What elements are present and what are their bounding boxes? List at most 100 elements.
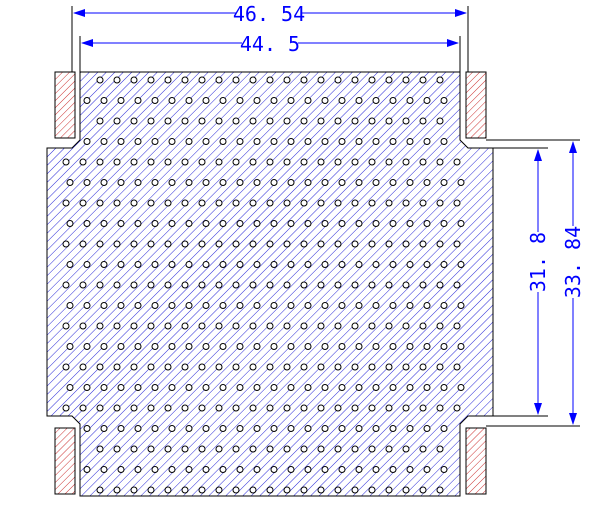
hole <box>253 384 261 391</box>
hole <box>113 486 121 494</box>
hole <box>249 363 257 371</box>
hole <box>215 76 223 84</box>
hole <box>185 179 193 186</box>
hole <box>283 76 291 84</box>
hole <box>130 240 138 248</box>
hole <box>338 138 346 145</box>
hole <box>130 281 138 289</box>
hole <box>317 322 325 330</box>
hole <box>147 322 155 330</box>
hole <box>134 179 142 186</box>
hole <box>168 425 176 432</box>
hole <box>317 117 325 125</box>
hole <box>270 425 278 432</box>
hole <box>113 240 121 248</box>
hole <box>300 199 308 207</box>
hole <box>236 343 244 350</box>
hole <box>215 445 223 453</box>
hole <box>402 199 410 207</box>
hole <box>338 220 346 227</box>
hole <box>181 199 189 207</box>
hole <box>368 240 376 248</box>
hole <box>317 76 325 84</box>
hole <box>300 158 308 166</box>
hole <box>372 343 380 350</box>
hole <box>66 343 74 350</box>
hole <box>117 466 125 473</box>
hole <box>100 138 108 145</box>
hole <box>66 220 74 227</box>
hole <box>351 117 359 125</box>
hole <box>134 384 142 391</box>
hole <box>117 179 125 186</box>
hole <box>453 281 461 289</box>
hole <box>287 343 295 350</box>
hole <box>283 404 291 412</box>
hole <box>151 302 159 309</box>
hole <box>457 302 465 309</box>
hole <box>453 158 461 166</box>
hole <box>100 384 108 391</box>
hole <box>236 384 244 391</box>
hole <box>164 240 172 248</box>
hole <box>62 240 70 248</box>
hole <box>151 384 159 391</box>
hole <box>385 76 393 84</box>
hole <box>419 363 427 371</box>
hole <box>338 343 346 350</box>
hole <box>266 363 274 371</box>
hole <box>304 261 312 268</box>
hole <box>423 138 431 145</box>
hole <box>134 466 142 473</box>
hole <box>147 199 155 207</box>
hole <box>419 158 427 166</box>
hole <box>300 445 308 453</box>
hole <box>249 486 257 494</box>
hole <box>436 76 444 84</box>
hole <box>66 261 74 268</box>
hole <box>219 97 227 104</box>
hole <box>168 179 176 186</box>
hole <box>321 466 329 473</box>
hole <box>236 97 244 104</box>
hole <box>202 302 210 309</box>
hole <box>236 220 244 227</box>
hole <box>253 425 261 432</box>
hole <box>236 179 244 186</box>
hole <box>198 404 206 412</box>
hole <box>134 302 142 309</box>
hole <box>351 322 359 330</box>
hole <box>168 302 176 309</box>
hole <box>164 199 172 207</box>
hole <box>198 445 206 453</box>
hole <box>185 138 193 145</box>
hole <box>117 343 125 350</box>
hole <box>249 404 257 412</box>
hole <box>79 199 87 207</box>
hole <box>219 220 227 227</box>
hole <box>368 117 376 125</box>
hole <box>151 179 159 186</box>
hole <box>436 199 444 207</box>
hole <box>385 281 393 289</box>
hole <box>100 466 108 473</box>
hole <box>334 117 342 125</box>
hole <box>453 199 461 207</box>
hole <box>270 179 278 186</box>
hole <box>372 466 380 473</box>
hole <box>181 404 189 412</box>
hole <box>164 281 172 289</box>
hole <box>113 363 121 371</box>
hole <box>232 76 240 84</box>
hole <box>164 322 172 330</box>
hole <box>168 220 176 227</box>
hole <box>321 97 329 104</box>
hole <box>453 322 461 330</box>
hole <box>402 486 410 494</box>
hole <box>406 261 414 268</box>
hole <box>419 486 427 494</box>
hole <box>283 117 291 125</box>
hole <box>317 486 325 494</box>
hole <box>406 466 414 473</box>
hole <box>266 281 274 289</box>
